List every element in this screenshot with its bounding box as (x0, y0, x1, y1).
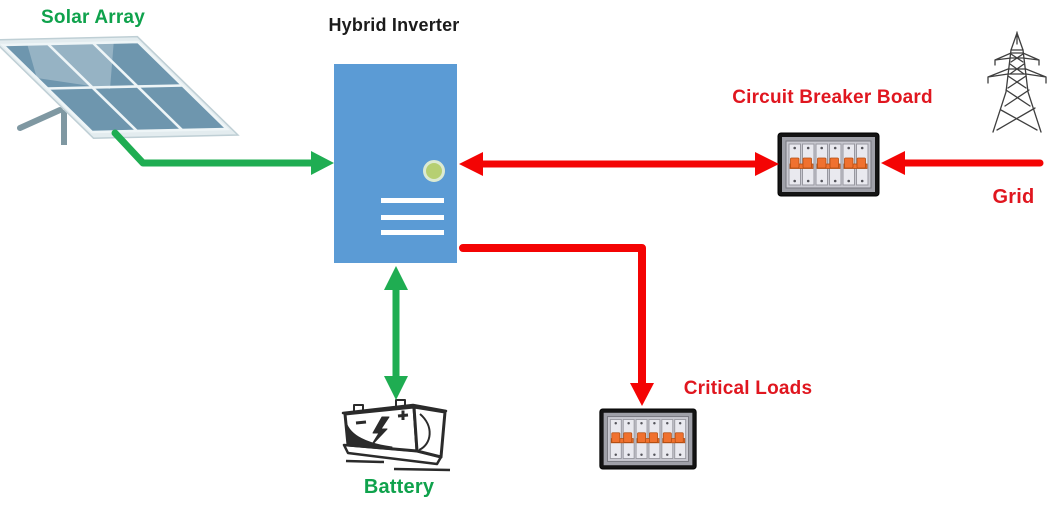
inverter-icon (334, 64, 457, 263)
arrow-grid-to-breaker (881, 151, 1044, 175)
solar-panel-icon (0, 35, 240, 147)
inverter-vent (381, 198, 444, 203)
critical-loads-label: Critical Loads (683, 378, 813, 399)
arrow-inverter-to-critical-loads (459, 244, 654, 406)
inverter-vent (381, 230, 444, 235)
breaker-board-icon (777, 132, 880, 197)
battery-icon (341, 399, 451, 472)
breaker-board-icon (599, 408, 697, 470)
solar-array-label: Solar Array (41, 7, 145, 28)
hybrid-inverter-label: Hybrid Inverter (328, 15, 460, 35)
inverter-vent (381, 215, 444, 220)
arrow-inverter-breaker-two-way (459, 152, 779, 176)
inverter-led-indicator (423, 160, 445, 182)
circuit-breaker-board-label: Circuit Breaker Board (732, 87, 933, 108)
battery-label: Battery (363, 476, 435, 498)
transmission-tower-icon (987, 31, 1047, 133)
grid-label: Grid (992, 186, 1035, 208)
arrow-inverter-battery-two-way (384, 266, 408, 400)
